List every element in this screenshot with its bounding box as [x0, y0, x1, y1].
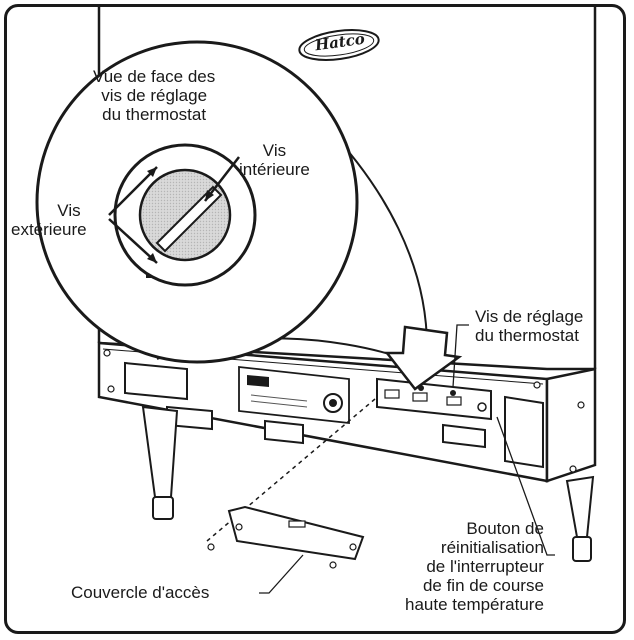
- reset-button-line: réinitialisation: [440, 538, 544, 557]
- inner-screw-line: intérieure: [239, 160, 310, 179]
- brand-logo: [298, 29, 380, 61]
- thermostat-diagram-art: [35, 7, 597, 594]
- inner-screw-line: Vis: [262, 141, 287, 160]
- zoom-title-line: Vue de face des: [93, 67, 216, 86]
- adjust-screws-callout: Vis de réglage du thermostat: [475, 307, 583, 345]
- outer-screw-line: Vis: [57, 201, 81, 220]
- pointer-arrow: [384, 325, 463, 391]
- adjust-screws-line: Vis de réglage: [475, 307, 584, 326]
- reset-button-line: haute température: [405, 595, 544, 614]
- cabinet-legs: [141, 405, 595, 562]
- zoom-title-line: du thermostat: [102, 105, 207, 124]
- reset-button-callout: Bouton de réinitialisation de l'interrup…: [405, 519, 544, 614]
- outer-screw-line: extérieure: [11, 220, 87, 239]
- inner-screw-callout: Vis intérieure: [239, 141, 310, 179]
- adjust-screws-line: du thermostat: [475, 326, 579, 345]
- access-cover-plate: [207, 505, 365, 569]
- zoom-title-line: vis de réglage: [101, 86, 208, 105]
- reset-button-line: de fin de course: [422, 576, 544, 595]
- zoom-title-callout: Vue de face des vis de réglage du thermo…: [93, 67, 215, 124]
- diagram-frame: Hatco Vue de face des vis de réglage du …: [4, 4, 626, 634]
- outer-screw-callout: Vis extérieure: [11, 201, 87, 239]
- access-cover-leader: [259, 554, 304, 594]
- adjust-screws-leader: [452, 324, 469, 388]
- reset-button-leader: [496, 416, 555, 556]
- reset-button-line: de l'interrupteur: [426, 557, 544, 576]
- reset-button-line: Bouton de: [466, 519, 544, 538]
- access-cover-callout: Couvercle d'accès: [71, 583, 210, 602]
- zoom-bubble: [35, 40, 359, 364]
